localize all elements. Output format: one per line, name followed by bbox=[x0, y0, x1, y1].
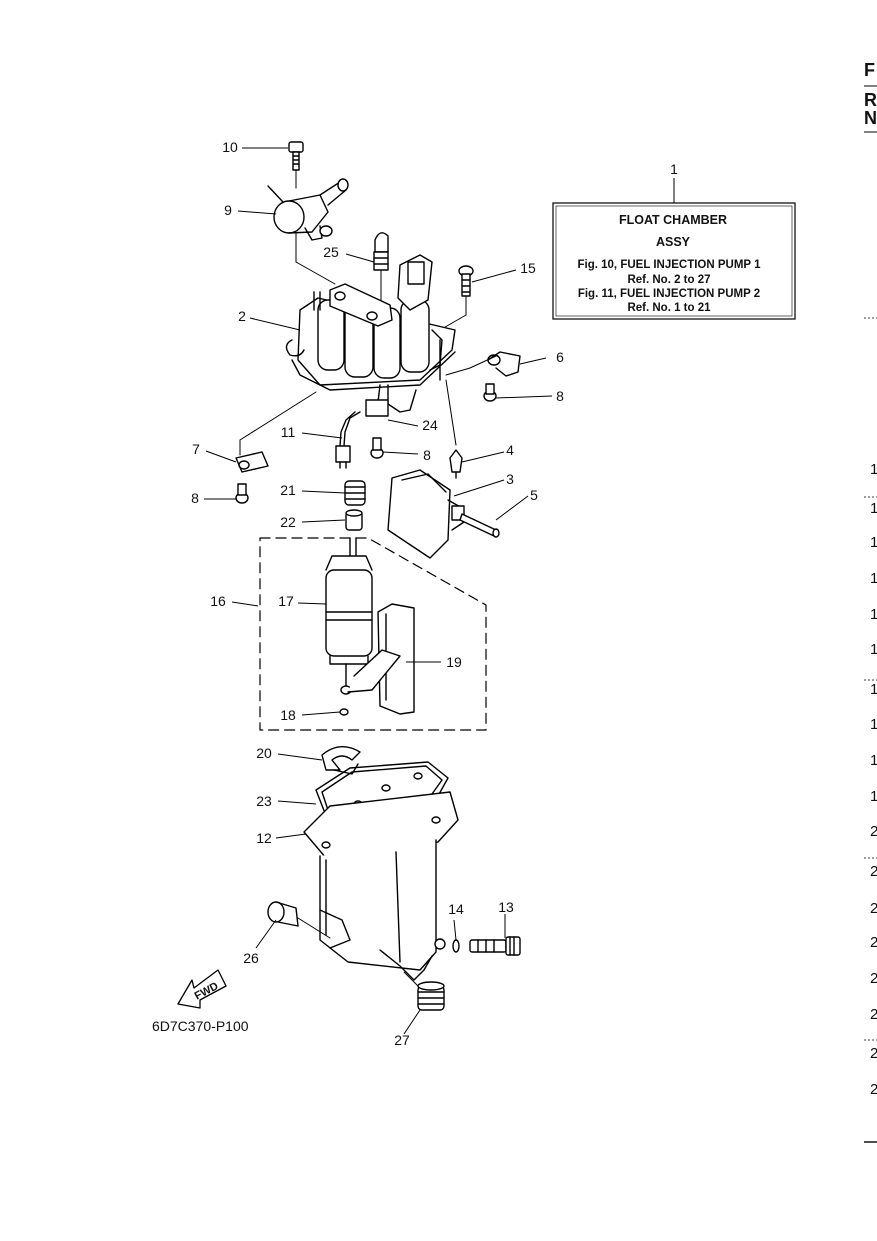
callout-4: 4 bbox=[506, 442, 514, 458]
right-edge-strip: F R N 1 1 1 1 1 1 1 1 1 1 2 2 2 2 2 2 2 2 bbox=[864, 60, 877, 1143]
clamp-6-drawing bbox=[487, 351, 521, 377]
fuel-pump-17-drawing bbox=[325, 537, 373, 695]
callout-8-middle: 8 bbox=[423, 447, 431, 463]
edge-row-number: 2 bbox=[870, 900, 877, 917]
title-box-line5: Fig. 11, FUEL INJECTION PUMP 2 bbox=[578, 288, 760, 300]
title-box-line1: FLOAT CHAMBER bbox=[619, 213, 727, 227]
filter-19-drawing bbox=[347, 603, 415, 715]
screw-8b-drawing bbox=[370, 437, 384, 459]
edge-row-number: 1 bbox=[870, 461, 877, 478]
callout-5: 5 bbox=[530, 487, 538, 503]
edge-row-number: 1 bbox=[870, 752, 877, 769]
callout-3: 3 bbox=[506, 471, 514, 487]
valve-4-drawing bbox=[449, 449, 463, 479]
edge-row-number: 1 bbox=[870, 716, 877, 733]
callout-8-upper: 8 bbox=[556, 388, 564, 404]
edge-row-number: 2 bbox=[870, 970, 877, 987]
hose-24-drawing bbox=[365, 384, 417, 417]
cap-27-drawing bbox=[403, 971, 445, 1011]
pump-body-2-drawing bbox=[285, 254, 456, 391]
callout-21: 21 bbox=[280, 482, 296, 498]
callout-17: 17 bbox=[278, 593, 294, 609]
float-3-drawing bbox=[387, 469, 465, 559]
callout-8-lower: 8 bbox=[191, 490, 199, 506]
callout-11: 11 bbox=[281, 424, 296, 440]
collar-22-drawing bbox=[345, 509, 363, 531]
callout-19: 19 bbox=[446, 654, 462, 670]
callout-13: 13 bbox=[498, 899, 514, 915]
edge-row-number: 2 bbox=[870, 823, 877, 840]
callout-18: 18 bbox=[280, 707, 296, 723]
callout-14: 14 bbox=[448, 901, 464, 917]
float-chamber-12-drawing bbox=[303, 791, 459, 981]
callout-10: 10 bbox=[222, 139, 238, 155]
kit-16-boundary bbox=[259, 537, 487, 731]
edge-row-number: 1 bbox=[870, 570, 877, 587]
plate-7-drawing bbox=[235, 451, 269, 473]
grommet-26-drawing bbox=[267, 901, 331, 939]
title-box-line2: ASSY bbox=[656, 235, 691, 249]
callout-2: 2 bbox=[238, 308, 246, 324]
edge-row-number: 1 bbox=[870, 641, 877, 658]
callout-20: 20 bbox=[256, 745, 272, 761]
edge-heading-n: N bbox=[864, 108, 877, 128]
screw-15-drawing bbox=[439, 265, 474, 331]
fitting-13-drawing bbox=[469, 936, 521, 956]
title-box-line3: Fig. 10, FUEL INJECTION PUMP 1 bbox=[578, 259, 762, 271]
title-box-line6: Ref. No. 1 to 21 bbox=[627, 302, 711, 314]
callout-9: 9 bbox=[224, 202, 232, 218]
edge-row-number: 2 bbox=[870, 1081, 877, 1098]
oring-14-drawing bbox=[452, 939, 460, 953]
edge-row-number: 1 bbox=[870, 788, 877, 805]
callout-23: 23 bbox=[256, 793, 272, 809]
edge-row-number: 2 bbox=[870, 863, 877, 880]
edge-heading-f: F bbox=[864, 60, 875, 80]
edge-row-number: 2 bbox=[870, 1006, 877, 1023]
edge-row-number: 1 bbox=[870, 681, 877, 698]
callout-labels: 10 9 25 15 2 6 8 7 11 24 8 4 3 5 8 21 22… bbox=[191, 139, 564, 1048]
edge-heading-r: R bbox=[864, 90, 877, 110]
callout-12: 12 bbox=[256, 830, 272, 846]
leader-lines bbox=[204, 147, 553, 1035]
title-box-ref: 1 bbox=[670, 161, 678, 177]
washer-18-drawing bbox=[339, 708, 349, 716]
drawing-code: 6D7C370-P100 bbox=[152, 1018, 249, 1034]
pin-5-drawing bbox=[459, 513, 500, 538]
fwd-arrow-icon bbox=[177, 969, 227, 1009]
clip-20-drawing bbox=[321, 746, 361, 775]
screw-8a-drawing bbox=[483, 383, 497, 402]
regulator-9-drawing bbox=[267, 178, 349, 285]
connector-25-drawing bbox=[373, 232, 389, 301]
title-box: 1 FLOAT CHAMBER ASSY Fig. 10, FUEL INJEC… bbox=[552, 161, 796, 320]
edge-row-number: 2 bbox=[870, 1045, 877, 1062]
callout-25: 25 bbox=[323, 244, 339, 260]
callout-27: 27 bbox=[394, 1032, 410, 1048]
callout-24: 24 bbox=[422, 417, 438, 433]
callout-6: 6 bbox=[556, 349, 564, 365]
callout-26: 26 bbox=[243, 950, 259, 966]
callout-15: 15 bbox=[520, 260, 536, 276]
callout-22: 22 bbox=[280, 514, 296, 530]
callout-7: 7 bbox=[192, 441, 200, 457]
title-box-line4: Ref. No. 2 to 27 bbox=[627, 274, 710, 286]
screw-8c-drawing bbox=[235, 483, 249, 504]
edge-row-number: 2 bbox=[870, 934, 877, 951]
wire-11-drawing bbox=[335, 411, 361, 469]
spring-21-drawing bbox=[344, 480, 366, 506]
bolt-10-drawing bbox=[288, 141, 304, 189]
edge-row-number: 1 bbox=[870, 606, 877, 623]
callout-16: 16 bbox=[210, 593, 226, 609]
fwd-label: FWD bbox=[193, 980, 221, 1002]
edge-row-number: 1 bbox=[870, 534, 877, 551]
edge-row-number: 1 bbox=[870, 500, 877, 517]
